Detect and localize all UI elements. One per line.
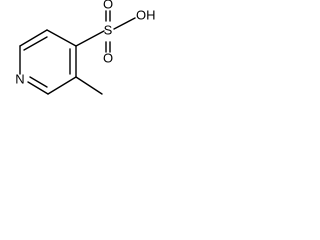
methyl-bond bbox=[75, 76, 103, 95]
ring-bond-c2-c3-inner bbox=[23, 36, 48, 51]
ring-bond-c6-n bbox=[27, 81, 49, 95]
oxygen-top-label: O bbox=[103, 0, 113, 11]
ring-bond-c2-c3 bbox=[19, 29, 48, 47]
oxygen-bottom-label: O bbox=[103, 50, 113, 65]
sulfur-label: S bbox=[104, 22, 113, 37]
c-s-bond bbox=[75, 30, 105, 47]
nitrogen-label: N bbox=[15, 71, 24, 86]
ring-bond-c6-n-inner bbox=[29, 76, 48, 88]
ring-bond-c5-c6 bbox=[47, 76, 77, 95]
structure-diagram: N S O O OH bbox=[0, 0, 164, 128]
molecule-svg: N S O O OH bbox=[15, 0, 156, 95]
s-oh-bond bbox=[113, 17, 136, 30]
ring-bond-c3-c4 bbox=[46, 29, 77, 47]
hydroxyl-label: OH bbox=[136, 7, 156, 22]
